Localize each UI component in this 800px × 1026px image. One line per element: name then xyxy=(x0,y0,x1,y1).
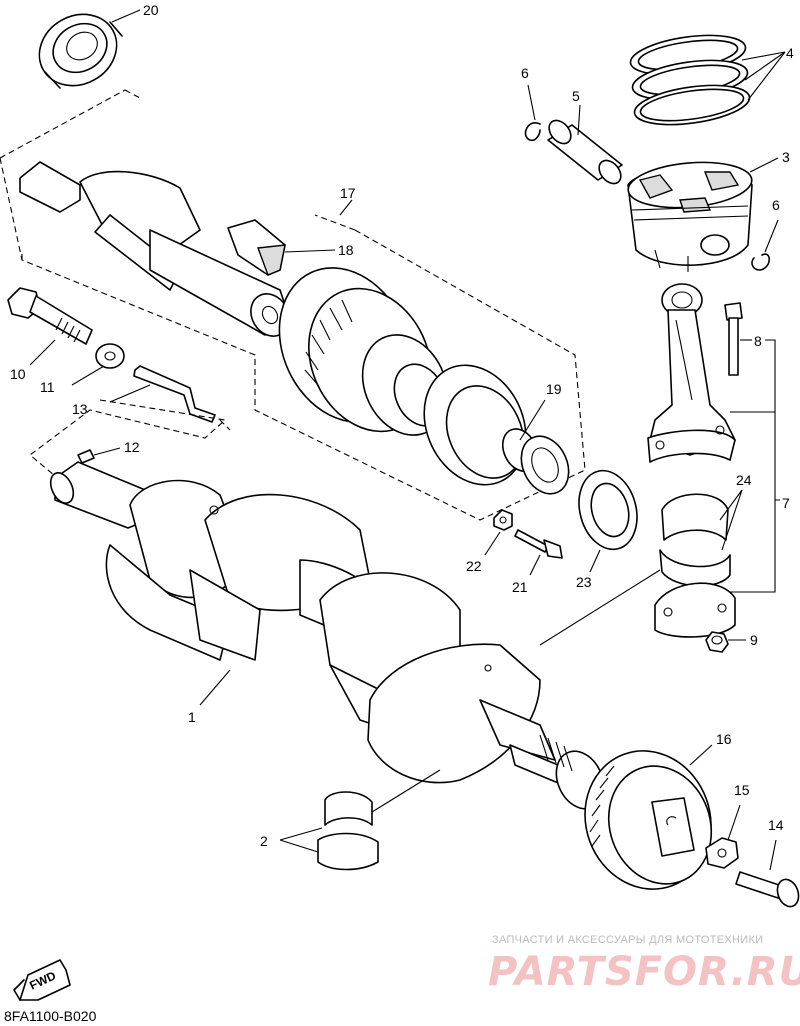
callout-10: 10 xyxy=(10,366,26,382)
leader-22 xyxy=(484,531,501,556)
balancer-gear xyxy=(278,267,449,436)
part-4-piston-rings[interactable] xyxy=(628,29,752,131)
callout-6a: 6 xyxy=(521,65,529,81)
callout-4: 4 xyxy=(786,45,794,61)
part-21-bolt[interactable] xyxy=(514,529,563,559)
crankshaft-group-outline xyxy=(29,399,231,481)
part-16-gear[interactable] xyxy=(566,733,730,907)
leader-6b xyxy=(764,219,779,253)
leader-23 xyxy=(589,549,601,573)
leader-16 xyxy=(689,744,713,766)
callout-20: 20 xyxy=(143,2,159,18)
callout-21: 21 xyxy=(512,579,528,595)
callout-17: 17 xyxy=(340,185,356,201)
callout-14: 14 xyxy=(768,817,784,833)
callout-13: 13 xyxy=(72,401,88,417)
callout-12: 12 xyxy=(124,439,140,455)
callout-11: 11 xyxy=(40,379,55,395)
leader-2-to-shaft xyxy=(371,769,441,813)
callout-3: 3 xyxy=(782,149,790,165)
callout-5: 5 xyxy=(572,88,580,104)
callout-6b: 6 xyxy=(772,197,780,213)
leader-6a xyxy=(527,84,536,121)
group-17-outline xyxy=(0,89,586,521)
part-7-connecting-rod[interactable] xyxy=(647,283,736,463)
part-19-bearing[interactable] xyxy=(405,349,577,502)
callout-9: 9 xyxy=(750,632,758,648)
leader-24 xyxy=(719,489,743,551)
leader-4 xyxy=(741,51,786,101)
callout-16: 16 xyxy=(716,731,732,747)
leader-8-bracket xyxy=(765,339,776,412)
callout-8: 8 xyxy=(754,333,762,349)
part-23-oil-seal[interactable] xyxy=(571,464,646,556)
leader-15 xyxy=(727,804,741,841)
callout-18: 18 xyxy=(338,242,354,258)
part-8-rod-bolt[interactable] xyxy=(724,302,743,376)
fwd-arrow-icon xyxy=(13,959,71,1001)
part-14-bolt[interactable] xyxy=(735,871,800,910)
callout-22: 22 xyxy=(466,558,482,574)
leader-18 xyxy=(284,249,336,253)
leader-17 xyxy=(339,199,353,216)
leader-10 xyxy=(29,339,56,366)
part-13-plate[interactable] xyxy=(133,365,216,423)
leader-14 xyxy=(769,839,777,871)
part-20-bearing[interactable] xyxy=(26,1,129,100)
callout-2: 2 xyxy=(260,833,268,849)
part-2-main-bearing[interactable] xyxy=(317,791,379,871)
part-12-key[interactable] xyxy=(77,449,95,464)
part-10-bolt[interactable] xyxy=(7,287,93,345)
part-24-rod-bearing[interactable] xyxy=(659,493,731,587)
part-22-nut[interactable] xyxy=(493,509,513,531)
bracket-7 xyxy=(728,411,780,593)
part-code: 8FA1100-B020 xyxy=(4,1008,97,1024)
callout-1: 1 xyxy=(188,709,196,725)
callout-19: 19 xyxy=(546,381,562,397)
part-3-piston[interactable] xyxy=(626,158,753,272)
callout-23: 23 xyxy=(576,574,592,590)
part-5-piston-pin[interactable] xyxy=(545,116,626,187)
leader-3 xyxy=(749,157,779,173)
watermark-logo: PARTSFOR.RU xyxy=(488,949,800,995)
part-18-weight[interactable] xyxy=(227,219,286,276)
part-15-lock-washer[interactable] xyxy=(705,837,739,869)
callout-7: 7 xyxy=(782,495,790,511)
link-line-bearing-crank xyxy=(539,569,661,646)
leader-5 xyxy=(577,104,581,136)
part-1-crankshaft[interactable] xyxy=(46,461,612,816)
rod-cap xyxy=(654,582,736,638)
leader-19 xyxy=(519,399,546,441)
part-6-clip-right[interactable] xyxy=(751,253,771,271)
part-6-clip-left[interactable] xyxy=(524,122,541,142)
callout-15: 15 xyxy=(734,782,750,798)
leader-2 xyxy=(279,827,323,853)
leader-12 xyxy=(93,447,121,456)
part-11-washer[interactable] xyxy=(95,343,125,369)
leader-21 xyxy=(529,554,541,576)
part-9-nut[interactable] xyxy=(705,631,729,653)
leader-1 xyxy=(199,669,231,706)
balancer-shaft xyxy=(19,161,291,337)
leader-20 xyxy=(111,9,141,23)
leader-11 xyxy=(71,365,105,386)
watermark-tagline: ЗАПЧАСТИ И АКСЕССУАРЫ ДЛЯ МОТОТЕХНИКИ xyxy=(492,934,763,946)
callout-24: 24 xyxy=(736,472,752,488)
leader-13 xyxy=(109,384,151,403)
